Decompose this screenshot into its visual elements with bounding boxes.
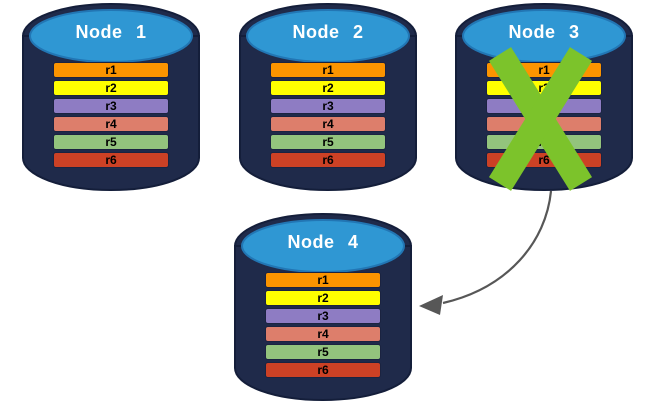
node-3: Node 3 r1 r2 r3 r4 r5 r6 (454, 0, 634, 192)
row-r6: r6 (265, 362, 381, 378)
node-2-replica-rows: r1 r2 r3 r4 r5 r6 (238, 62, 418, 170)
arrowhead-icon (419, 295, 443, 315)
row-r2: r2 (270, 80, 386, 96)
row-r4: r4 (270, 116, 386, 132)
x-mark-icon (488, 47, 593, 191)
row-r6: r6 (53, 152, 169, 168)
node-3-title: Node 3 (508, 22, 580, 42)
node-4-title: Node 4 (287, 232, 359, 252)
node-1-replica-rows: r1 r2 r3 r4 r5 r6 (21, 62, 201, 170)
row-r5: r5 (265, 344, 381, 360)
row-r6: r6 (270, 152, 386, 168)
row-r4: r4 (265, 326, 381, 342)
row-r1: r1 (270, 62, 386, 78)
row-r5: r5 (53, 134, 169, 150)
node-1: Node 1 r1 r2 r3 r4 r5 r6 (21, 0, 201, 192)
node-4-replica-rows: r1 r2 r3 r4 r5 r6 (233, 272, 413, 380)
node-2-title: Node 2 (292, 22, 364, 42)
row-r3: r3 (265, 308, 381, 324)
row-r5: r5 (270, 134, 386, 150)
row-r1: r1 (53, 62, 169, 78)
node-1-title: Node 1 (75, 22, 147, 42)
node-2: Node 2 r1 r2 r3 r4 r5 r6 (238, 0, 418, 192)
row-r4: r4 (53, 116, 169, 132)
row-r3: r3 (53, 98, 169, 114)
node-4: Node 4 r1 r2 r3 r4 r5 r6 (233, 210, 413, 402)
row-r2: r2 (265, 290, 381, 306)
row-r1: r1 (265, 272, 381, 288)
row-r3: r3 (270, 98, 386, 114)
row-r2: r2 (53, 80, 169, 96)
